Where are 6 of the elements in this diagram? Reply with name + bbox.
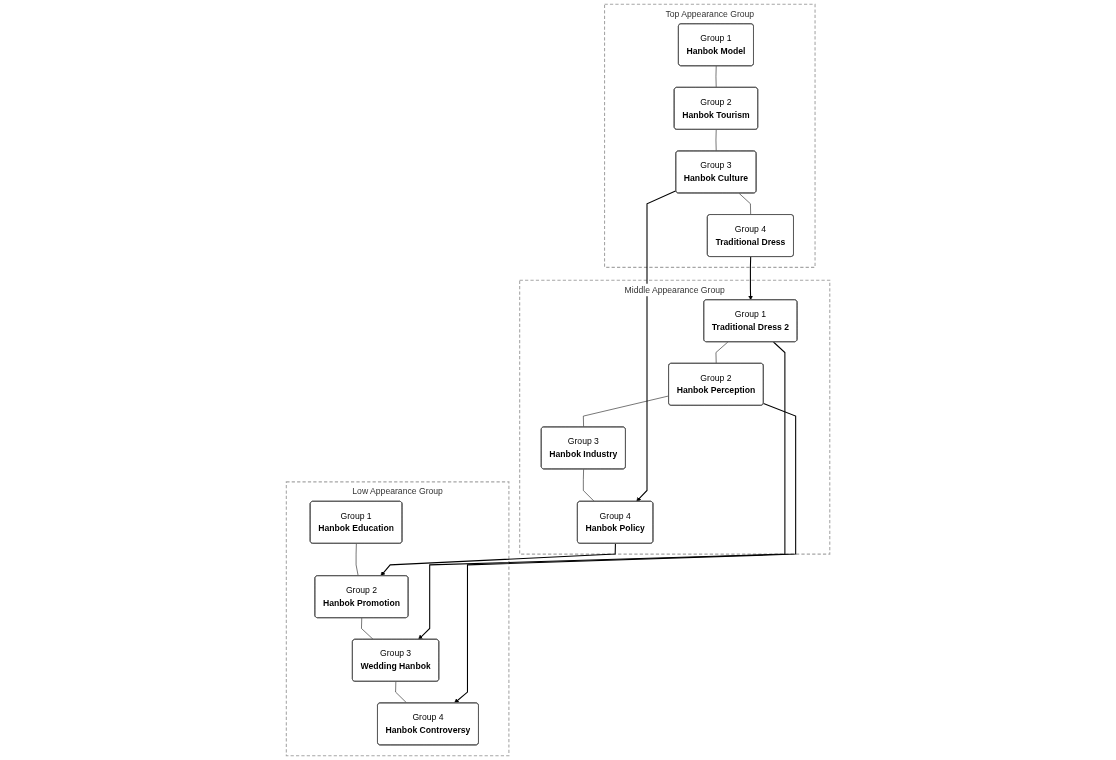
arrow bbox=[454, 402, 797, 704]
connector bbox=[583, 395, 670, 428]
arrow bbox=[380, 543, 616, 577]
arrow bbox=[418, 341, 786, 640]
arrow bbox=[636, 190, 677, 502]
arrow bbox=[748, 256, 753, 301]
